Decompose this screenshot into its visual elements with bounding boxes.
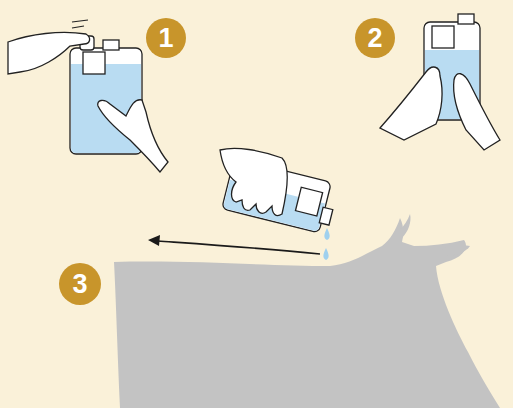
twist-arrows <box>72 20 88 28</box>
hand <box>98 100 168 172</box>
drop <box>324 228 329 240</box>
callout-number: 2 <box>355 18 395 58</box>
hand <box>220 148 287 215</box>
cow-ear <box>440 245 470 256</box>
cow-silhouette <box>114 218 500 408</box>
drop <box>323 248 328 260</box>
callout-number: 1 <box>146 18 186 58</box>
callout-number: 3 <box>59 263 101 305</box>
callout-text: 3 <box>72 271 87 298</box>
hand <box>8 32 90 74</box>
hand <box>380 67 442 140</box>
cow-horn <box>398 214 411 238</box>
hand <box>454 74 500 150</box>
callout-text: 1 <box>158 25 173 52</box>
callout-text: 2 <box>367 25 382 52</box>
arrow-head <box>148 235 160 246</box>
direction-arrow <box>158 241 320 254</box>
